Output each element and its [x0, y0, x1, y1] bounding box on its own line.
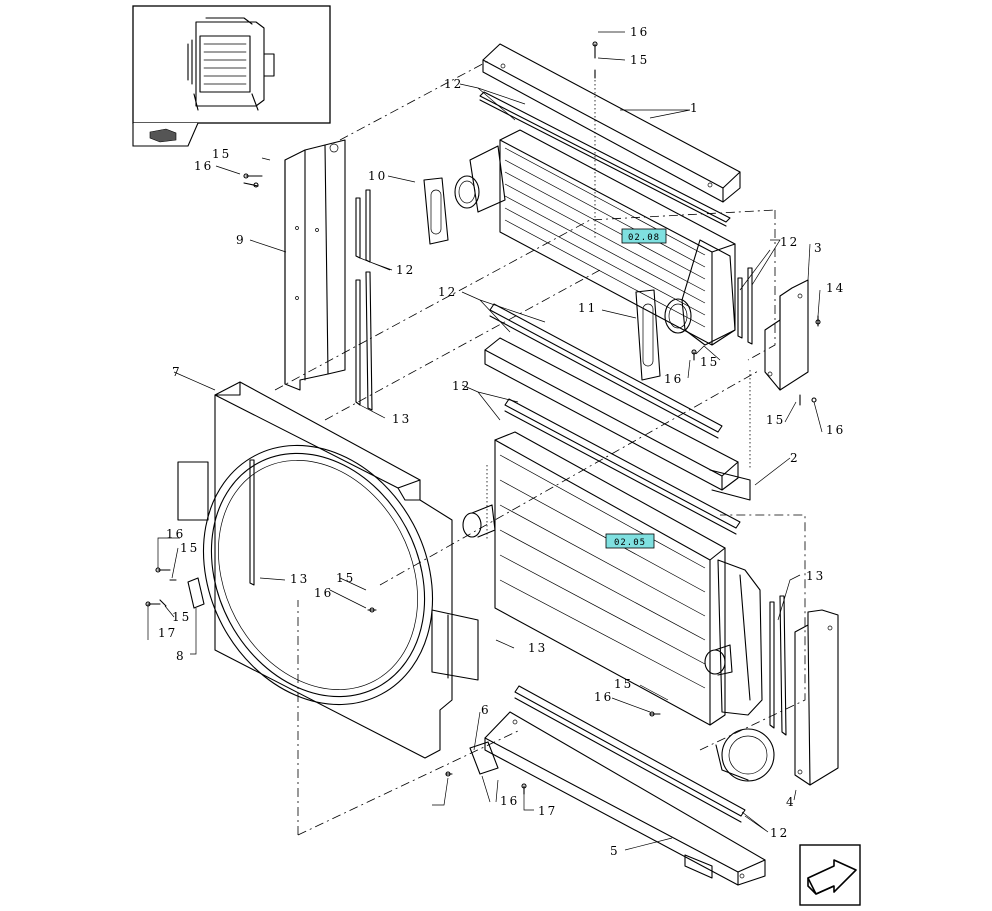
- fasteners[interactable]: [145, 41, 821, 795]
- callout-13-a: 13: [392, 412, 411, 426]
- callout-15-c: 15: [700, 355, 719, 369]
- callout-12-c: 12: [780, 235, 799, 249]
- callout-15-h: 15: [614, 677, 633, 691]
- callout-17-a: 17: [158, 626, 177, 640]
- callout-15-d: 15: [766, 413, 785, 427]
- part-12-strips[interactable]: [479, 91, 746, 823]
- callout-16-h: 17: [538, 804, 557, 818]
- callout-5: 5: [610, 844, 620, 858]
- callout-15-g: 15: [336, 571, 355, 585]
- callout-12-f: 12: [770, 826, 789, 840]
- callout-11: 11: [578, 301, 597, 315]
- part-12-13-vertical-strips[interactable]: [355, 189, 373, 411]
- radiator-assembly[interactable]: [462, 431, 775, 782]
- callout-16-e: 16: [166, 527, 185, 541]
- reference-box-intercooler[interactable]: 02.08: [621, 228, 667, 244]
- callout-labels: 1 2 3 4 5 6 7 8 9 10 11 12 12 12 12 12 1…: [158, 25, 845, 858]
- part-3-right-bracket[interactable]: [737, 267, 809, 391]
- callout-12-d: 12: [438, 285, 457, 299]
- callout-16-a: 16: [630, 25, 649, 39]
- callout-2: 2: [790, 451, 800, 465]
- callout-16-d: 16: [826, 423, 845, 437]
- callout-6: 6: [481, 703, 491, 717]
- callout-15-i: 16: [500, 794, 519, 808]
- callout-12-e: 12: [452, 379, 471, 393]
- part-2-middle-bracket[interactable]: [484, 337, 751, 501]
- callout-12-a: 12: [444, 77, 463, 91]
- part-8-bracket[interactable]: [187, 577, 205, 609]
- next-page-arrow-icon: [807, 859, 857, 895]
- callout-16-b: 16: [194, 159, 213, 173]
- part-4-right-bracket[interactable]: [769, 595, 839, 786]
- callout-12-b: 12: [396, 263, 415, 277]
- callout-14: 14: [826, 281, 845, 295]
- callout-7: 7: [172, 365, 182, 379]
- alignment-lines: [274, 59, 806, 836]
- part-10-gasket[interactable]: [423, 177, 449, 245]
- leader-lines: [147, 31, 823, 851]
- book-icon-tab[interactable]: [132, 122, 199, 147]
- part-7-fan-shroud[interactable]: [159, 381, 479, 759]
- callout-10: 10: [368, 169, 387, 183]
- svg-text:02.05: 02.05: [614, 538, 646, 548]
- part-1-top-bracket[interactable]: [482, 43, 741, 203]
- part-5-bottom-bracket[interactable]: [484, 711, 766, 886]
- callout-13-c: 13: [528, 641, 547, 655]
- part-9-side-bracket[interactable]: [284, 139, 346, 391]
- callout-15-b: 15: [212, 147, 231, 161]
- callout-4: 4: [786, 795, 796, 809]
- callout-13-b: 13: [290, 572, 309, 586]
- callout-15-e: 15: [180, 541, 199, 555]
- callout-9: 9: [236, 233, 246, 247]
- next-page-button[interactable]: [799, 844, 861, 906]
- part-6-bracket[interactable]: [469, 741, 499, 775]
- callout-16-c: 16: [664, 372, 683, 386]
- callout-8: 8: [176, 649, 186, 663]
- callout-13-d: 13: [806, 569, 825, 583]
- callout-15-f: 15: [172, 610, 191, 624]
- callout-16-f: 16: [314, 586, 333, 600]
- part-11-gasket[interactable]: [635, 289, 661, 381]
- intercooler-assembly[interactable]: [454, 129, 736, 346]
- reference-box-radiator[interactable]: 02.05: [605, 533, 655, 549]
- callout-15-a: 15: [630, 53, 649, 67]
- book-icon: [149, 128, 177, 143]
- callout-3: 3: [814, 241, 824, 255]
- callout-1: 1: [690, 101, 700, 115]
- svg-text:02.08: 02.08: [628, 233, 660, 243]
- callout-16-g: 16: [594, 690, 613, 704]
- thumbnail-overview[interactable]: [132, 5, 331, 124]
